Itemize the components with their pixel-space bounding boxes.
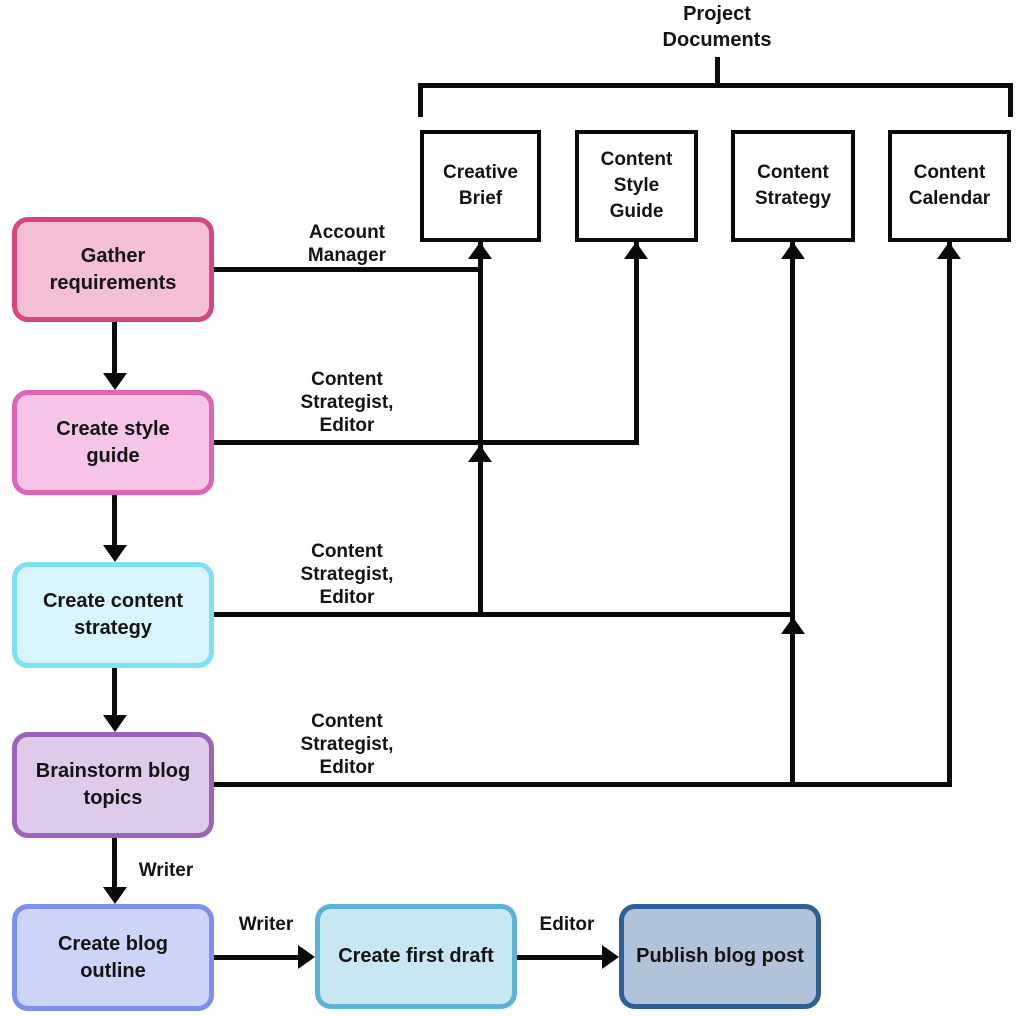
arrowhead-junction-strategy-line <box>781 617 805 634</box>
bracket-horizontal-line <box>418 83 1013 88</box>
arrowhead-junction-style-guide-line <box>468 445 492 462</box>
arrowhead-into-content-calendar <box>937 242 961 259</box>
edge-label-content-strategist-editor-3: Content Strategist, Editor <box>300 711 394 778</box>
edge-style-guide-to-content-strategy <box>112 495 117 547</box>
process-box-gather-requirements: Gather requirements <box>12 217 214 322</box>
edge-label-editor-right: Editor <box>539 914 595 935</box>
edge-vertical-content-strategy <box>790 242 795 787</box>
edge-label-content-strategist-editor-2: Content Strategist, Editor <box>300 541 394 608</box>
edge-create-style-guide-horizontal <box>214 440 639 445</box>
process-box-brainstorm-blog-topics: Brainstorm blog topics <box>12 732 214 838</box>
edge-brainstorm-to-blog-outline <box>112 838 117 889</box>
edge-vertical-content-calendar <box>947 242 952 787</box>
doc-box-content-calendar: Content Calendar <box>888 130 1011 242</box>
arrowhead-into-create-content-strategy <box>103 545 127 562</box>
edge-brainstorm-horizontal <box>214 782 952 787</box>
bracket-right-hook <box>1008 83 1013 117</box>
arrowhead-into-creative-brief <box>468 242 492 259</box>
edge-create-content-strategy-horizontal <box>214 612 795 617</box>
edge-label-writer-down: Writer <box>138 860 194 881</box>
arrowhead-into-create-first-draft <box>298 945 315 969</box>
process-box-create-first-draft: Create first draft <box>315 904 517 1009</box>
process-box-create-style-guide: Create style guide <box>12 390 214 495</box>
arrowhead-into-create-style-guide <box>103 373 127 390</box>
edge-gather-to-style-guide <box>112 322 117 375</box>
arrowhead-into-content-strategy <box>781 242 805 259</box>
bracket-stub-line <box>715 57 720 88</box>
process-box-publish-blog-post: Publish blog post <box>619 904 821 1009</box>
edge-first-draft-to-publish <box>517 955 602 960</box>
process-box-create-blog-outline: Create blog outline <box>12 904 214 1011</box>
arrowhead-into-publish-blog-post <box>602 945 619 969</box>
edge-outline-to-first-draft <box>214 955 298 960</box>
edge-label-writer-right: Writer <box>238 914 294 935</box>
process-box-create-content-strategy: Create content strategy <box>12 562 214 668</box>
edge-content-strategy-to-brainstorm <box>112 668 117 717</box>
bracket-left-hook <box>418 83 423 117</box>
edge-vertical-creative-brief <box>478 242 483 617</box>
doc-box-content-style-guide: Content Style Guide <box>575 130 698 242</box>
edge-vertical-content-style-guide <box>634 242 639 445</box>
edge-label-account-manager: Account Manager <box>307 222 387 266</box>
arrowhead-into-content-style-guide <box>624 242 648 259</box>
edge-label-content-strategist-editor-1: Content Strategist, Editor <box>300 369 394 436</box>
doc-box-creative-brief: Creative Brief <box>420 130 541 242</box>
project-documents-title: Project Documents <box>662 3 772 51</box>
arrowhead-into-brainstorm <box>103 715 127 732</box>
arrowhead-into-create-blog-outline <box>103 887 127 904</box>
edge-gather-requirements-horizontal <box>214 267 483 272</box>
doc-box-content-strategy: Content Strategy <box>731 130 855 242</box>
